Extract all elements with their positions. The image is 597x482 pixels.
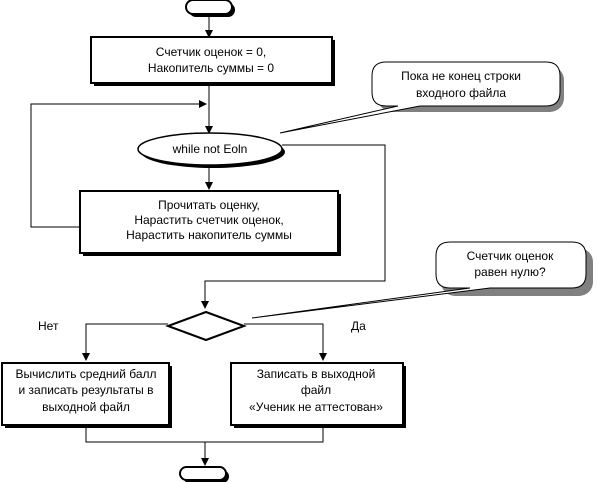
loop-condition-label: while not Eoln [172, 142, 248, 156]
branch-no-label: Нет [38, 319, 59, 333]
yes-block-line2: файл [301, 383, 331, 397]
no-block-line3: выходной файл [42, 400, 130, 414]
init-block: Счетчик оценок = 0, Накопитель суммы = 0 [90, 36, 335, 86]
yes-block-line1: Записать в выходной [257, 367, 376, 381]
decision-comment-callout: Счетчик оценок равен нулю? [251, 241, 593, 319]
no-block-line2: и записать результаты в [18, 383, 153, 397]
no-branch-block: Вычислить средний балл и записать резуль… [1, 362, 172, 428]
loop-exit-connector [201, 144, 386, 309]
branch-yes-label: Да [351, 319, 366, 333]
branch-yes-connector [244, 323, 327, 361]
loop-comment-line1: Пока не конец строки [401, 69, 521, 83]
init-block-line1: Счетчик оценок = 0, [156, 45, 266, 59]
loop-body-line1: Прочитать оценку, [158, 198, 260, 212]
no-block-line1: Вычислить средний балл [15, 367, 156, 381]
start-terminator [185, 0, 235, 17]
yes-branch-block: Записать в выходной файл «Ученик не атте… [230, 362, 406, 428]
loop-body-line3: Нарастить накопитель суммы [126, 228, 292, 242]
loop-comment-line2: входного файла [416, 86, 506, 100]
init-block-line2: Накопитель суммы = 0 [148, 61, 274, 75]
loop-condition-oval: while not Eoln [137, 132, 285, 168]
loop-comment-callout: Пока не конец строки входного файла [279, 61, 564, 134]
loop-back-connector [30, 100, 207, 228]
decision-diamond [165, 310, 247, 342]
yes-block-line3: «Ученик не аттестован» [249, 400, 383, 414]
decision-comment-line2: равен нулю? [474, 265, 546, 279]
branch-no-connector [82, 323, 168, 361]
loop-body-line2: Нарастить счетчик оценок, [134, 213, 283, 227]
loop-body-block: Прочитать оценку, Нарастить счетчик оцен… [79, 190, 341, 256]
end-terminator [179, 466, 229, 482]
decision-comment-line1: Счетчик оценок [467, 249, 554, 263]
